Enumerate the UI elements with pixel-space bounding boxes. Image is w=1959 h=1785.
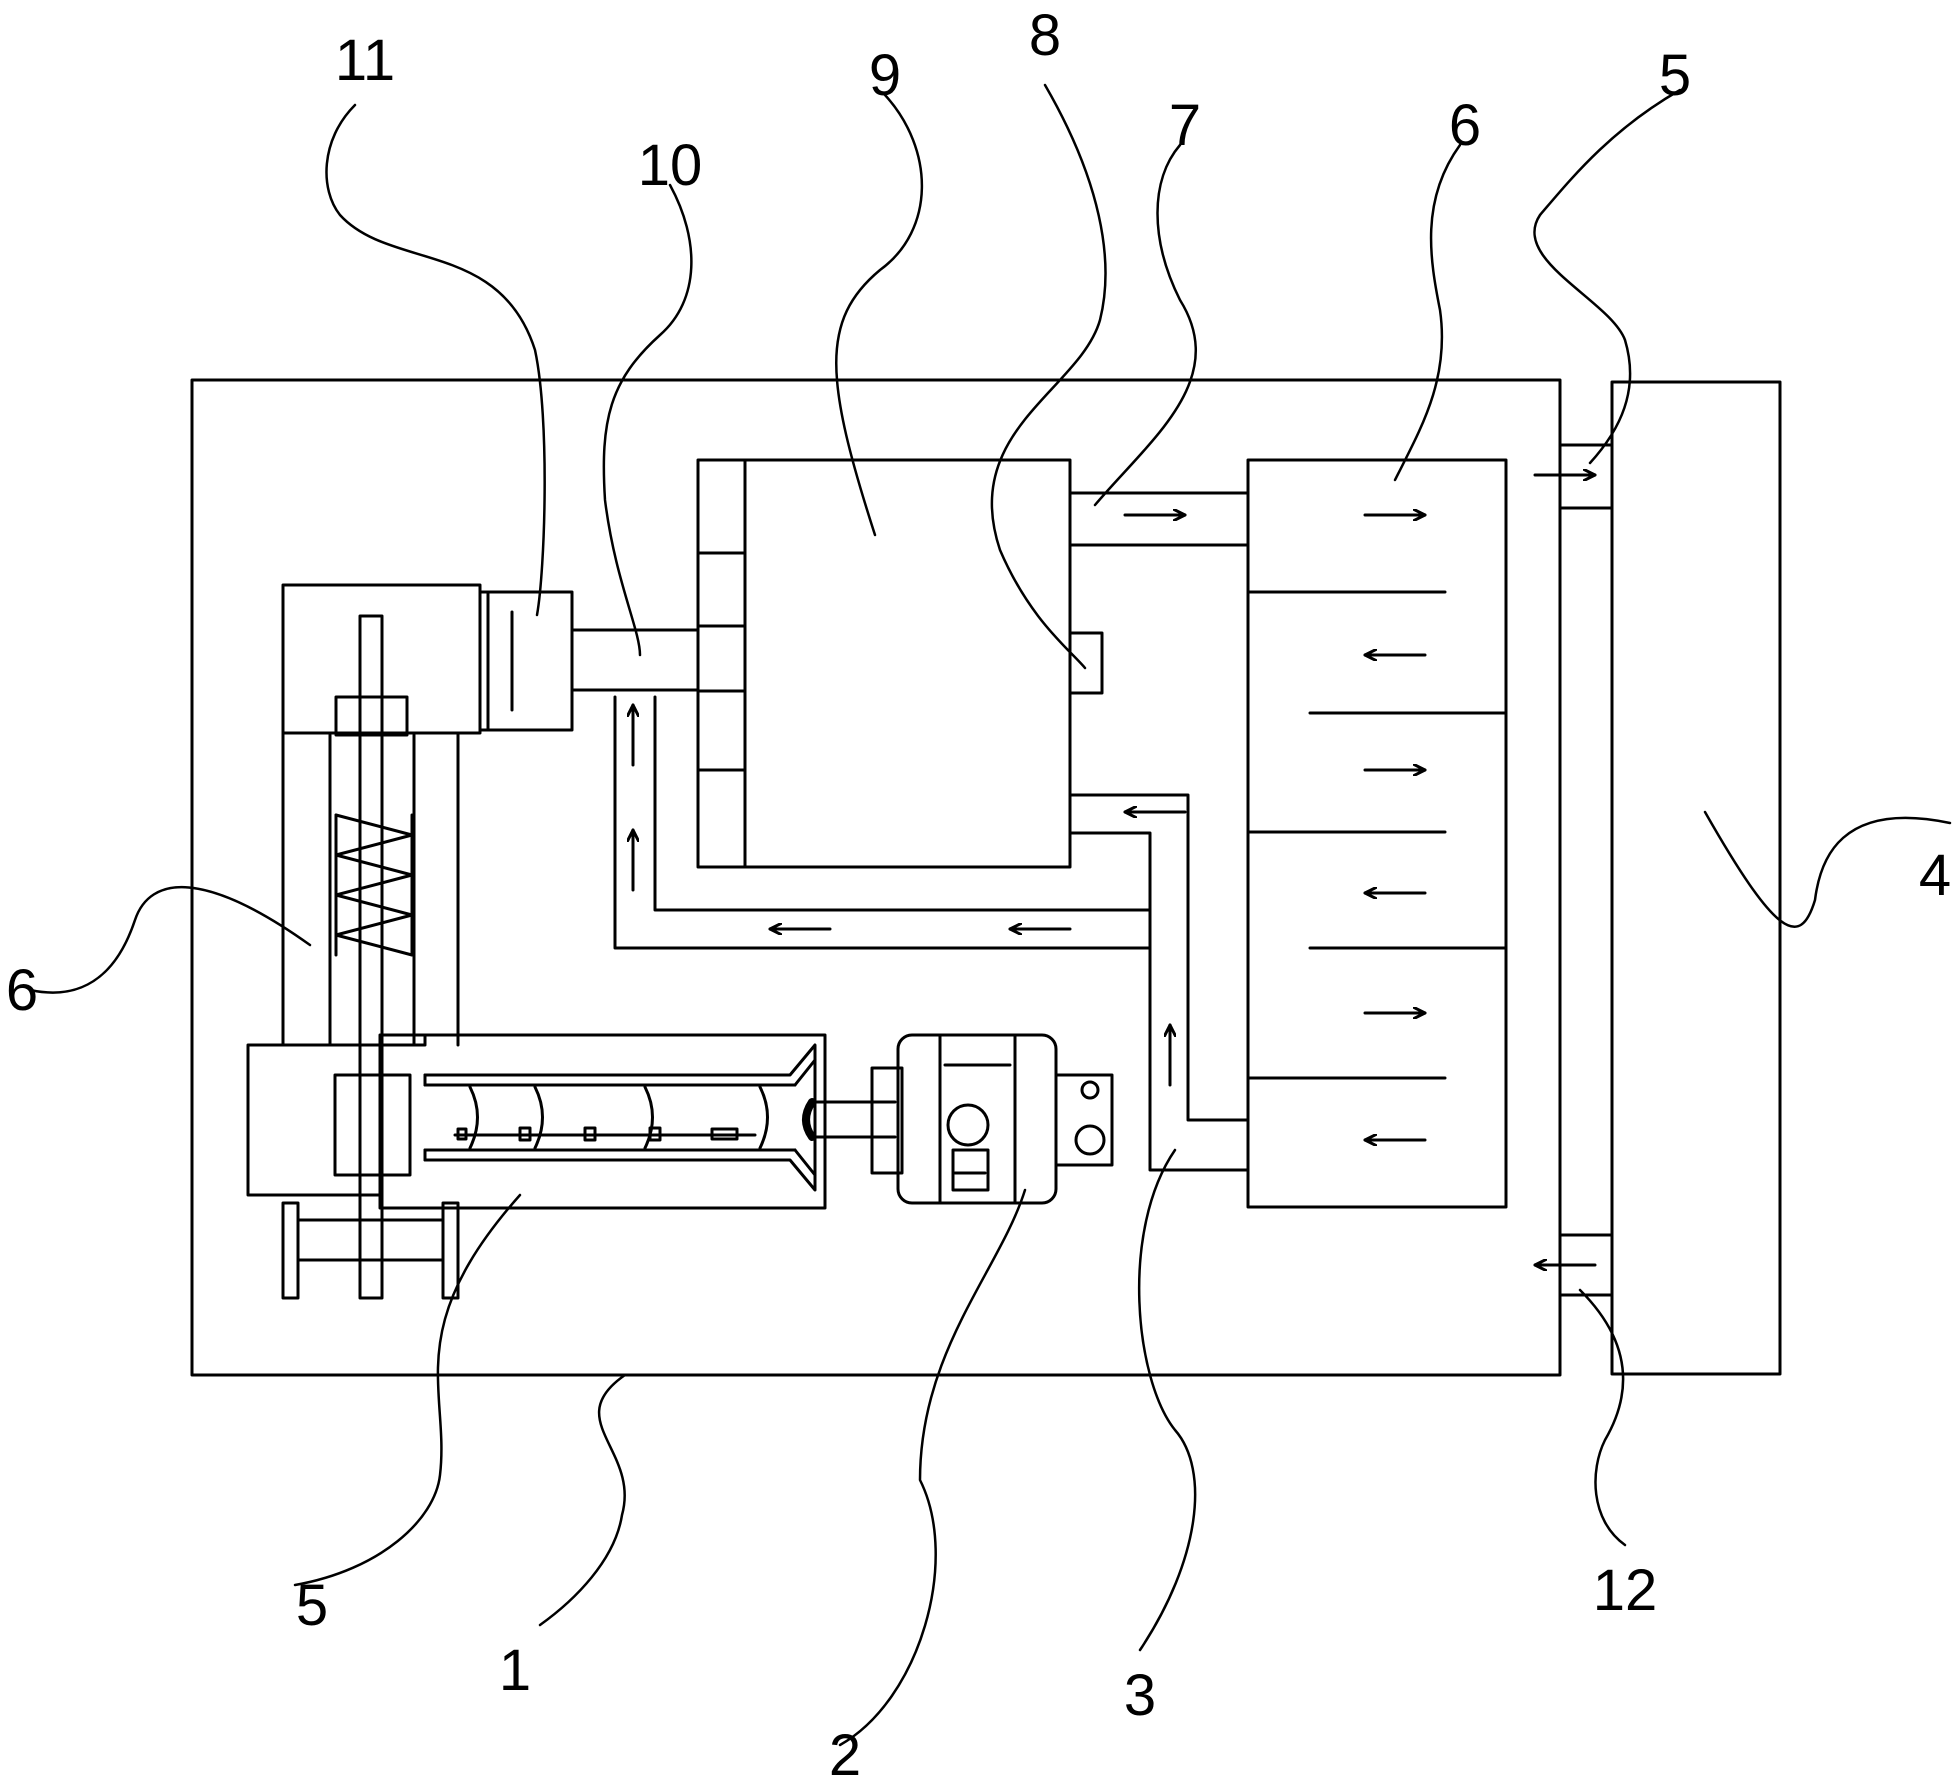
leader-line-12 <box>1578 1288 1627 1547</box>
intake-pipe <box>570 628 700 692</box>
callout-6-top: 6 <box>1449 93 1481 158</box>
leader-line-10 <box>602 183 693 657</box>
exchanger-column <box>1558 443 1614 1297</box>
main-chamber <box>696 458 1072 869</box>
leader-line-8 <box>990 83 1107 670</box>
callout-1: 1 <box>499 1638 531 1703</box>
callout-7: 7 <box>1169 93 1201 158</box>
leader-line-9 <box>835 93 924 537</box>
leader-line-3 <box>1137 1148 1197 1652</box>
blower-unit <box>478 590 574 732</box>
leader-lines <box>28 83 1952 1747</box>
callout-10: 10 <box>638 133 703 198</box>
leader-line-6-left <box>28 886 312 994</box>
callout-labels: 11 10 9 8 7 6 5 4 6 5 1 2 3 12 <box>6 3 1951 1785</box>
callout-5-top: 5 <box>1659 43 1691 108</box>
drum-housing <box>246 1033 827 1210</box>
vertical-feed-assembly <box>281 583 482 1300</box>
leader-line-6-top <box>1393 143 1462 482</box>
leader-line-4 <box>1703 810 1952 928</box>
external-unit <box>1610 380 1782 1376</box>
outlet-duct <box>1068 491 1250 547</box>
exchange-stack <box>1246 458 1508 1209</box>
callout-9: 9 <box>869 43 901 108</box>
callout-3: 3 <box>1124 1663 1156 1728</box>
callout-6-left: 6 <box>6 958 38 1023</box>
leader-line-5-bottom <box>293 1193 522 1587</box>
callout-12: 12 <box>1593 1558 1658 1623</box>
callout-5-bottom: 5 <box>296 1573 328 1638</box>
leader-line-2 <box>838 1188 1027 1747</box>
flow-arrows <box>633 475 1597 1265</box>
leader-line-11 <box>325 103 546 617</box>
leader-line-5-top <box>1533 88 1682 465</box>
callout-11: 11 <box>335 28 395 93</box>
leader-line-1 <box>538 1373 627 1627</box>
callout-8: 8 <box>1029 3 1061 68</box>
sensor-block <box>1068 631 1104 695</box>
motor <box>813 1033 1114 1205</box>
return-duct <box>613 695 1250 1172</box>
callout-2: 2 <box>829 1723 861 1780</box>
leader-line-7 <box>1093 143 1197 507</box>
callout-4: 4 <box>1919 843 1951 908</box>
